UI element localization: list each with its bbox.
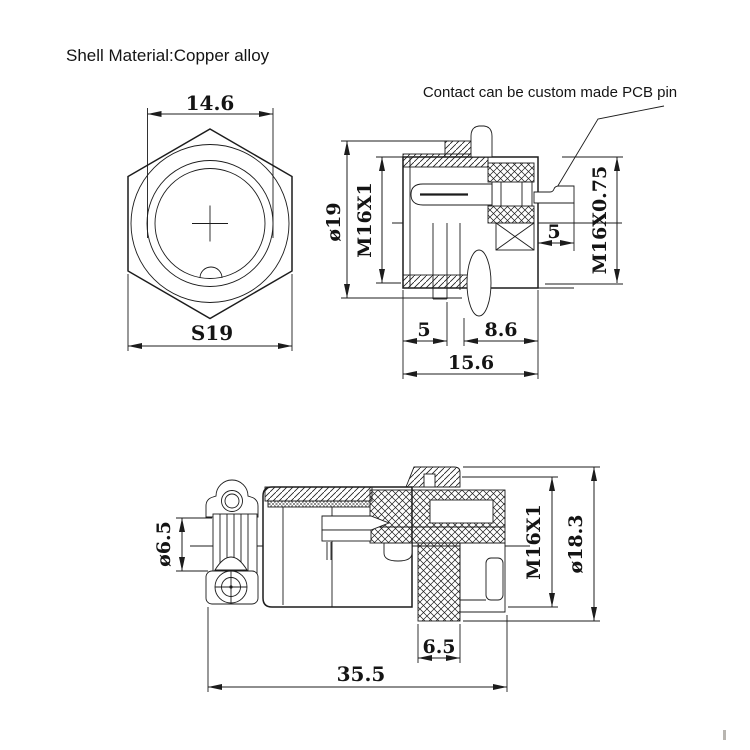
cable-saddle [214, 556, 248, 571]
pcb-pin [533, 185, 575, 204]
screw-center [229, 585, 233, 589]
dim-plug-outer-dia: ø18.3 [565, 515, 587, 574]
nut-skirt [417, 542, 461, 622]
thread-hatch [264, 486, 373, 502]
insert-circle [154, 168, 266, 279]
dim-pin-len: 5 [547, 221, 560, 243]
front-view: 14.6 S19 [127, 91, 293, 351]
leader-line-contact [555, 105, 665, 190]
dim-outer-dia: ø19 [323, 202, 345, 241]
plug-view: ø6.5 M16X1 ø18.3 6.5 35.5 [153, 466, 600, 692]
solder-terminal [466, 249, 492, 317]
contact-washer-front [491, 181, 502, 207]
dim-front-len: 5 [417, 319, 430, 341]
bayonet-tab [383, 542, 413, 562]
dim-cable-dia: ø6.5 [153, 521, 175, 567]
receptacle-view: ø19 M16X1 M16X0.75 5 5 8.6 15.6 [323, 125, 623, 379]
section-diagonal [495, 222, 535, 251]
dim-plug-total-len: 35.5 [337, 662, 386, 686]
solder-lug-dome [470, 125, 493, 158]
dim-plug-thread: M16X1 [523, 504, 545, 579]
panel-stop-hatch [444, 140, 473, 158]
note-shell-material: Shell Material:Copper alloy [66, 46, 270, 65]
key-notch [423, 473, 436, 488]
rear-bore [485, 557, 504, 601]
shell-circle-outer [130, 144, 290, 303]
insulator-lower [487, 205, 535, 224]
watermark-tick [723, 730, 726, 740]
nut-window [429, 499, 494, 524]
dim-total-len: 15.6 [448, 352, 494, 374]
dim-across-flats: S19 [191, 321, 233, 345]
dim-front-width: 14.6 [186, 91, 235, 115]
section-box [495, 222, 535, 251]
contact-tongue [321, 515, 391, 531]
lug-hole-inner [224, 493, 240, 509]
dim-front-thread: M16X1 [354, 182, 376, 257]
nut-rear-block [459, 542, 506, 613]
dim-rear-thread: M16X0.75 [589, 166, 611, 275]
note-contact-pin: Contact can be custom made PCB pin [423, 84, 677, 101]
dim-nut-len: 6.5 [422, 636, 455, 658]
contact-bar [321, 529, 372, 542]
contact-washer-rear [521, 181, 533, 207]
dim-rear-len: 8.6 [484, 319, 517, 341]
keyway-notch [199, 266, 223, 279]
insulator-upper [487, 162, 535, 183]
knurl-fine-band [267, 500, 371, 508]
